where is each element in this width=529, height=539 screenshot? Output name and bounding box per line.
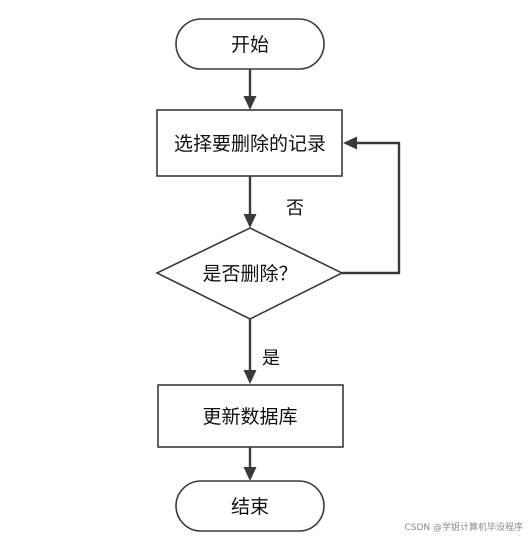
- end-label: 结束: [231, 496, 269, 518]
- edge-decision-to-update: [243, 319, 257, 384]
- edge-label-no: 否: [286, 198, 304, 219]
- edge-no-loop-back: [342, 136, 401, 275]
- update-db-label: 更新数据库: [202, 406, 297, 428]
- edge-label-yes: 是: [262, 348, 280, 369]
- update-db-node: 更新数据库: [157, 384, 344, 448]
- start-node: 开始: [175, 18, 325, 70]
- end-node: 结束: [175, 480, 325, 532]
- decision-label: 是否删除？: [202, 263, 297, 285]
- edge-start-to-select: [243, 69, 257, 110]
- decision-node: 是否删除？: [155, 227, 344, 320]
- start-label: 开始: [231, 34, 269, 56]
- edge-update-to-end: [243, 447, 257, 481]
- select-record-label: 选择要删除的记录: [174, 133, 326, 155]
- select-record-node: 选择要删除的记录: [156, 109, 343, 177]
- watermark: CSDN @学姐计算机毕设程序: [404, 521, 523, 533]
- edge-select-to-decision: [243, 176, 257, 228]
